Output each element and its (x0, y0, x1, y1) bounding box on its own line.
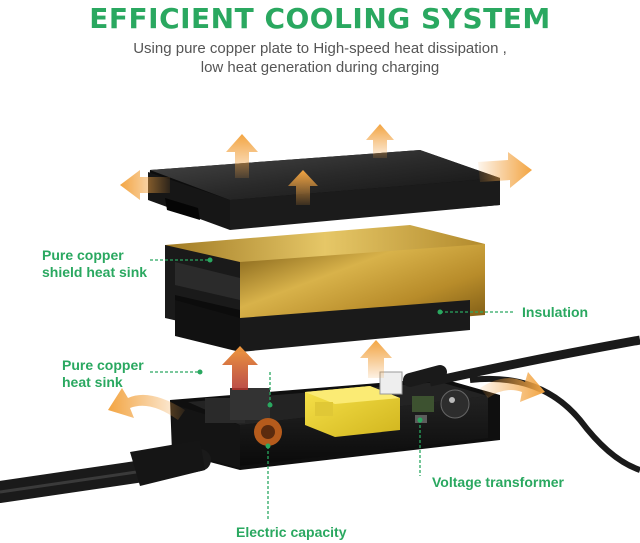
label-insulation: Insulation (522, 304, 589, 320)
insulation-slab (175, 300, 470, 352)
label-electric-capacity: Electric capacity (236, 524, 347, 540)
leader-dots (197, 257, 443, 449)
label-voltage-transformer: Voltage transformer (432, 474, 564, 490)
label-copper-heat-sink: Pure copper heat sink (62, 357, 144, 391)
leader-lines (150, 259, 515, 520)
top-cover (148, 150, 500, 230)
subtitle-line-1: Using pure copper plate to High-speed he… (133, 40, 507, 57)
label-copper-sink-line1: Pure copper (62, 357, 144, 373)
label-copper-sink-line2: heat sink (62, 374, 123, 390)
heat-arrows (108, 124, 545, 420)
page-title: EFFICIENT COOLING SYSTEM (89, 2, 551, 35)
subtitle-line-2: low heat generation during charging (200, 59, 440, 76)
label-copper-shield-line2: shield heat sink (42, 264, 148, 280)
label-copper-shield-line1: Pure copper (42, 247, 124, 263)
label-copper-shield-heat-sink: Pure copper shield heat sink (42, 247, 147, 281)
bottom-case (170, 371, 500, 470)
